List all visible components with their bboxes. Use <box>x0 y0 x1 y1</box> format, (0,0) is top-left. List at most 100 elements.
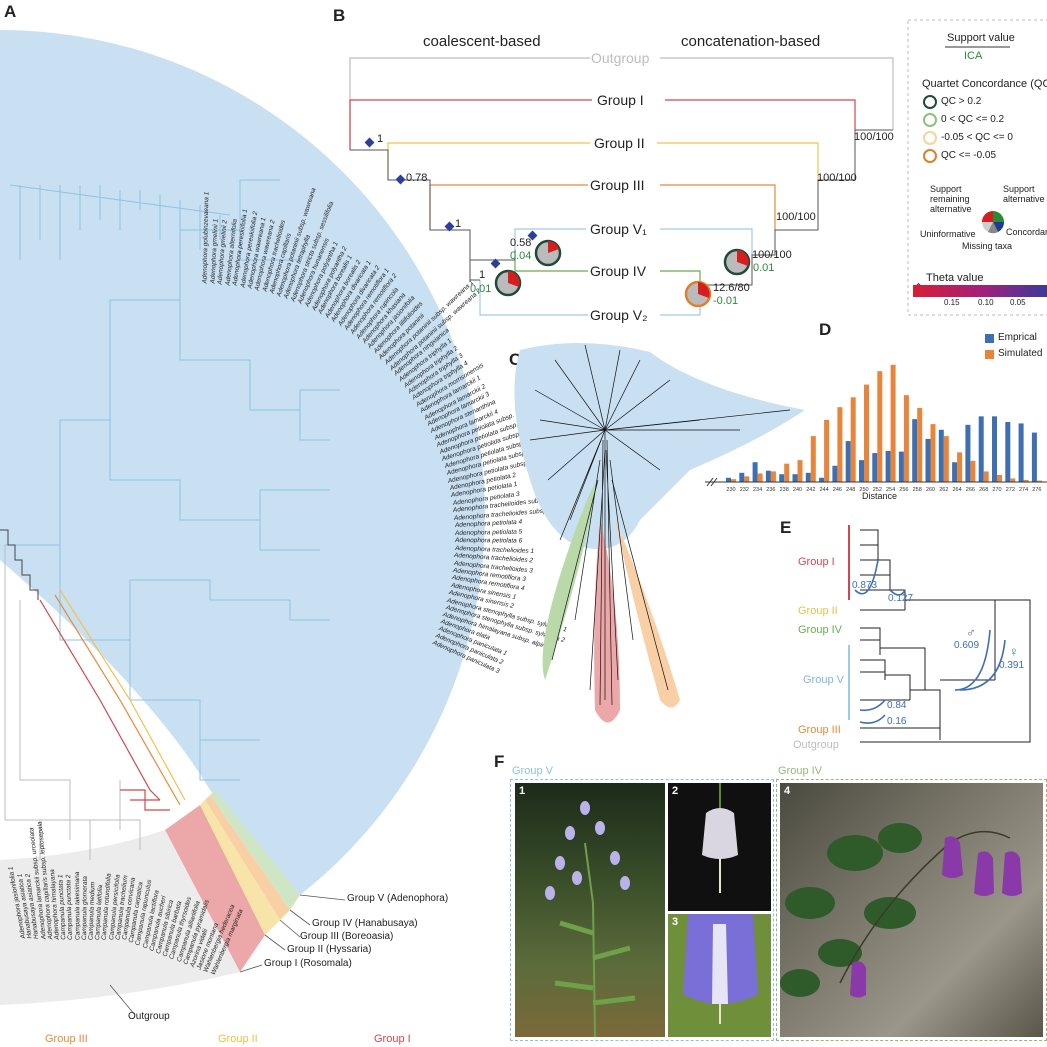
b-outgroup-label: Outgroup <box>591 50 650 66</box>
histogram-bar-empirical <box>872 453 878 482</box>
panel-a-letter: A <box>4 2 17 21</box>
group-ii-branch <box>59 589 186 801</box>
histogram-bar-simulated <box>744 476 750 482</box>
histogram-bar-simulated <box>797 460 803 482</box>
legend-simulated-label: Simulated <box>998 348 1043 359</box>
histogram-tick: 252 <box>873 487 882 493</box>
histogram-bar-empirical <box>952 462 958 482</box>
f-group-iv-label: Group IV <box>778 765 823 777</box>
group-i-subtree <box>120 789 170 811</box>
concatenation-title: concatenation-based <box>681 33 821 50</box>
label-outgroup: Outgroup <box>128 1011 170 1022</box>
photo-1-number: 1 <box>519 785 526 797</box>
group-iii-branch <box>54 594 181 806</box>
histogram-bar-empirical <box>779 474 785 482</box>
histogram-tick: 248 <box>846 487 855 493</box>
legend-pie-alternative: Support alternative <box>1003 184 1045 204</box>
histogram-tick: 230 <box>726 487 735 493</box>
label-group-i: Group I (Rosomala) <box>264 958 352 969</box>
outgroup-branches <box>4 545 141 860</box>
b-group-iv-label: Group IV <box>590 263 647 279</box>
histogram-tick: 258 <box>913 487 922 493</box>
histogram-bar-simulated <box>837 407 843 482</box>
histogram-bar-simulated <box>731 479 736 482</box>
histogram-bar-empirical <box>885 450 891 482</box>
bottom-label-group-i: Group I <box>374 1033 411 1045</box>
network-edges <box>529 344 791 706</box>
histogram-tick: 268 <box>979 487 988 493</box>
legend-qc-4: QC <= -0.05 <box>941 150 997 161</box>
histogram-bar-empirical <box>965 424 971 482</box>
e-value-016: 0.16 <box>887 716 907 727</box>
histogram-tick: 236 <box>766 487 775 493</box>
legend-pie-remaining: Support remaining alternative <box>930 184 972 214</box>
histogram-bar-simulated <box>997 474 1002 482</box>
legend-simulated-swatch <box>985 350 994 359</box>
b-right-ica-5: -0.01 <box>713 295 739 307</box>
histogram-bar-empirical <box>1005 422 1011 482</box>
legend-pie-missing: Missing taxa <box>962 241 1013 251</box>
legend-qc-title: Quartet Concordance (QC) <box>922 78 1047 90</box>
histogram-tick: 276 <box>1032 487 1041 493</box>
histogram-bar-empirical <box>765 470 771 482</box>
e-value-0391: 0.391 <box>999 660 1025 671</box>
histogram-bar-empirical <box>726 477 731 482</box>
histogram-bar-empirical <box>739 472 745 482</box>
b-left-val-3: 1 <box>455 218 462 230</box>
histogram-bar-simulated <box>810 436 816 482</box>
histogram-tick: 254 <box>886 487 895 493</box>
b-left-val-5: 1 <box>479 269 486 281</box>
panel-f-letter: F <box>494 752 505 771</box>
b-group-i-label: Group I <box>597 92 644 108</box>
histogram-bar-empirical <box>845 441 851 482</box>
label-group-iii: Group III (Boreoasia) <box>300 931 394 942</box>
histogram-tick: 250 <box>859 487 868 493</box>
e-value-084: 0.84 <box>887 700 907 711</box>
b-left-ica-5: 0.01 <box>470 283 492 295</box>
histogram-bar-simulated <box>1023 479 1029 482</box>
histogram-bar-simulated <box>930 424 936 482</box>
histogram-bar-simulated <box>877 371 883 482</box>
f-group-v-frame <box>510 779 774 1041</box>
b-left-val-1: 1 <box>377 133 384 145</box>
group-iii-shading <box>205 795 290 920</box>
b-group-iii-label: Group III <box>590 177 645 193</box>
histogram-tick: 264 <box>953 487 962 493</box>
histogram-tick: 256 <box>899 487 908 493</box>
group-label-leaders <box>109 894 346 1016</box>
group-i-shading <box>165 805 265 972</box>
e-value-0609: 0.609 <box>954 640 980 651</box>
e-value-0873: 0.873 <box>852 580 878 591</box>
legend-pie-concordant: Concordant <box>1006 227 1047 237</box>
b-right-val-2: 100/100 <box>817 172 857 184</box>
e-group-i-label: Group I <box>798 556 835 568</box>
e-group-ii-label: Group II <box>798 605 838 617</box>
legend-support-sub: ICA <box>964 50 983 62</box>
b-group-ii-label: Group II <box>594 135 645 151</box>
histogram-bar-empirical <box>752 462 758 482</box>
e-outgroup-label: Outgroup <box>793 739 839 751</box>
histogram-bar-simulated <box>890 364 896 482</box>
b-left-ica-4: 0.04 <box>510 250 532 262</box>
legend-support-title: Support value <box>947 32 1015 44</box>
group-ii-shading <box>200 800 280 935</box>
b-group-v1-label: Group V₁ <box>590 221 647 237</box>
histogram-tick: 266 <box>966 487 975 493</box>
histogram-tick: 260 <box>926 487 935 493</box>
theta-tick-2: 0.10 <box>978 298 994 307</box>
label-group-iv: Group IV (Hanabusaya) <box>312 918 418 929</box>
e-value-0127: 0.127 <box>888 593 914 604</box>
legend-empirical-label: Emprical <box>998 332 1037 343</box>
photo-3-number: 3 <box>672 916 679 928</box>
histogram-bar-empirical <box>805 472 811 482</box>
b-left-val-4: 0.58 <box>510 237 532 249</box>
photo-2-flower-closeup: 2 <box>668 783 771 911</box>
histogram-tick: 240 <box>793 487 802 493</box>
qc-pie-left-2 <box>494 269 522 297</box>
histogram-bar-empirical <box>1031 432 1037 482</box>
group-iv-network-blob <box>542 480 597 680</box>
histogram-bar-simulated <box>770 471 776 482</box>
b-right-val-1: 100/100 <box>854 131 894 143</box>
